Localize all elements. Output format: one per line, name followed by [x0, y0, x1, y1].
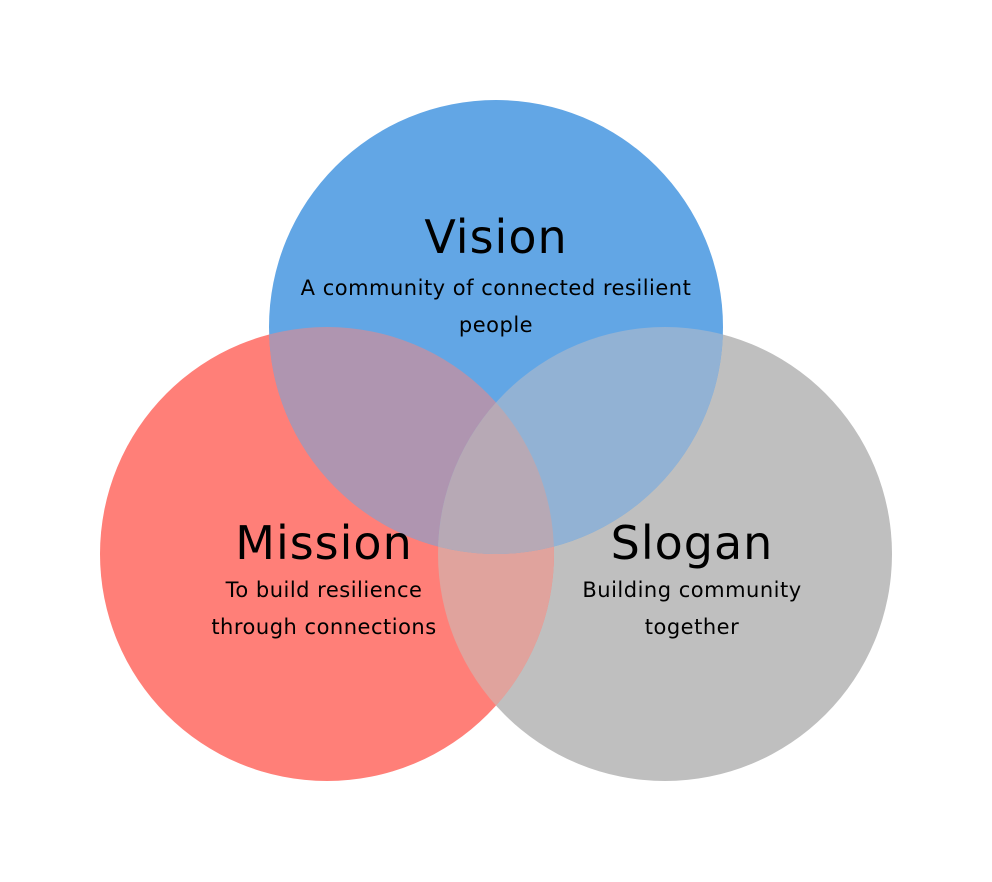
- mission-line2: through connections: [211, 615, 437, 639]
- mission-title: Mission: [235, 516, 413, 570]
- vision-title: Vision: [424, 210, 568, 264]
- slogan-line1: Building community: [582, 578, 802, 602]
- vision-mission-overlap: [269, 327, 554, 554]
- mission-line1: To build resilience: [225, 578, 423, 602]
- vision-slogan-overlap: [438, 327, 723, 554]
- vision-line2: people: [458, 313, 534, 337]
- mission-label: Mission To build resilience through conn…: [211, 520, 436, 646]
- slogan-label: Slogan Building community together: [582, 520, 801, 646]
- vision-line1: A community of connected resilient: [300, 276, 692, 300]
- slogan-title: Slogan: [610, 516, 774, 570]
- slogan-line2: together: [644, 615, 740, 639]
- vision-label: Vision A community of connected resilien…: [301, 214, 692, 344]
